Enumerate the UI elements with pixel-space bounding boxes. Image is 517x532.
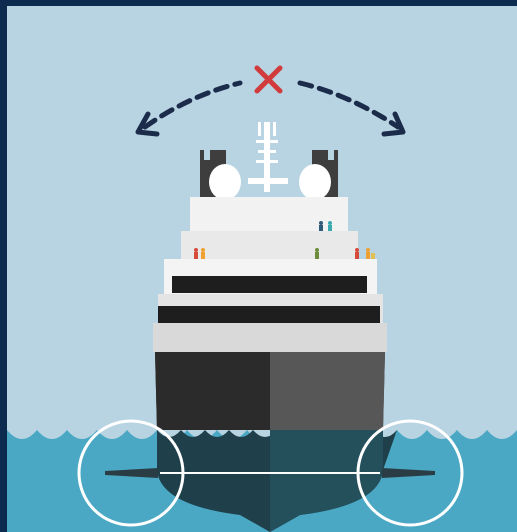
bridge-deck bbox=[153, 323, 387, 352]
window-band-lower bbox=[158, 306, 380, 323]
middle-deck bbox=[181, 231, 358, 260]
top-deck bbox=[190, 197, 348, 231]
window-band-upper bbox=[172, 276, 367, 293]
radar-dome-right-icon bbox=[299, 164, 331, 200]
radar-dome-left-icon bbox=[209, 164, 241, 200]
